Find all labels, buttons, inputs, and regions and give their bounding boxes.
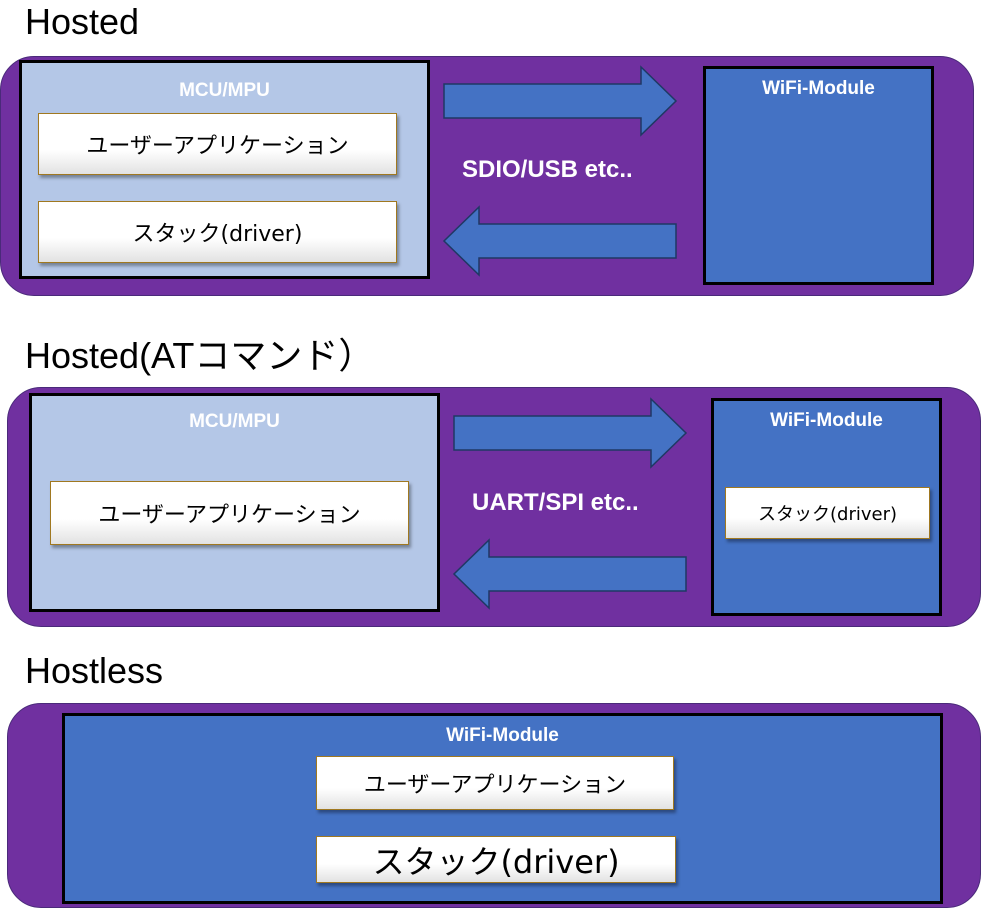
hosted-at-stack-layer: スタック(driver): [725, 487, 930, 539]
hosted-at-wifi-label: WiFi-Module: [770, 410, 883, 431]
hosted-stack-layer: スタック(driver): [38, 201, 397, 263]
hosted-at-right-arrow: [453, 397, 688, 469]
hosted-app-layer-text: ユーザーアプリケーション: [86, 134, 349, 159]
hosted-at-interface-label: UART/SPI etc..: [472, 489, 639, 516]
hosted-interface-label: SDIO/USB etc..: [462, 156, 633, 183]
hostless-app-layer-text: ユーザーアプリケーション: [363, 773, 627, 798]
hosted-right-arrow: [443, 65, 678, 137]
hosted-wifi-label: WiFi-Module: [762, 78, 875, 99]
hosted-at-mcu-label: MCU/MPU: [189, 411, 280, 432]
hosted-left-arrow: [442, 205, 677, 277]
hosted-at-app-layer-text: ユーザーアプリケーション: [98, 503, 361, 528]
hosted-wifi-box: WiFi-Module: [703, 66, 934, 285]
hosted-app-layer: ユーザーアプリケーション: [38, 113, 397, 175]
hostless-app-layer: ユーザーアプリケーション: [316, 756, 674, 810]
hostless-stack-layer: スタック(driver): [316, 836, 676, 883]
hosted-at-app-layer: ユーザーアプリケーション: [50, 481, 409, 545]
hosted-mcu-label: MCU/MPU: [179, 80, 270, 101]
hostless-stack-layer-text: スタック(driver): [372, 842, 620, 881]
hosted-title: Hosted: [25, 1, 140, 42]
hosted-at-title: Hosted(ATコマンド）: [25, 335, 375, 376]
hosted-stack-layer-text: スタック(driver): [132, 222, 303, 247]
hostless-wifi-label: WiFi-Module: [446, 725, 559, 746]
hostless-title: Hostless: [25, 650, 164, 691]
hosted-at-stack-layer-text: スタック(driver): [758, 504, 897, 525]
hosted-at-left-arrow: [452, 538, 687, 610]
